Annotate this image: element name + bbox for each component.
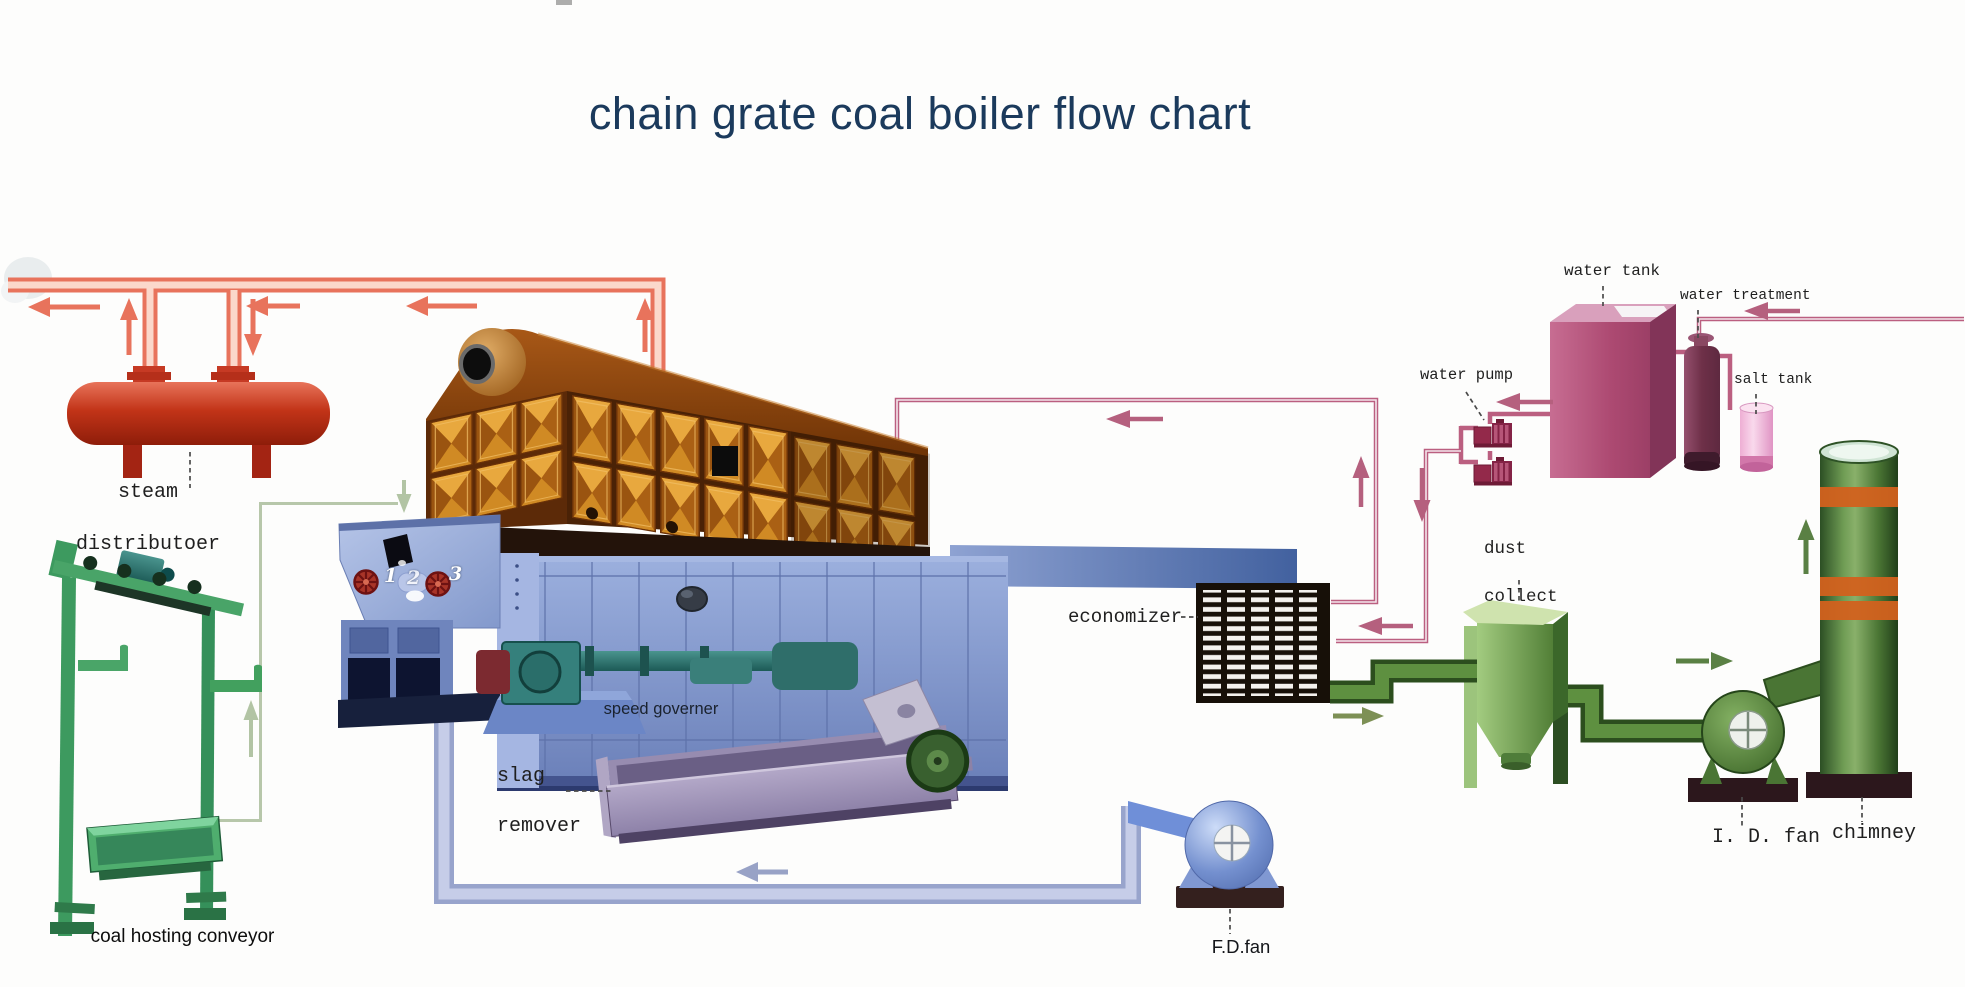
steam-flow-arrows xyxy=(28,296,654,356)
chimney-pedestal xyxy=(1806,772,1912,798)
fd-fan-pedestal xyxy=(1176,886,1284,908)
dust-collector xyxy=(1463,600,1568,770)
water-pump-label: water pump xyxy=(1420,366,1514,384)
valve-number-3: 3 xyxy=(449,563,463,585)
steam-distributor-label: steam distributoer xyxy=(52,480,244,558)
steam-pipes xyxy=(1,257,666,388)
boiler-sight-glass xyxy=(459,344,495,384)
flue-duct-collector-to-idfan xyxy=(1553,626,1708,784)
page-title: chain grate coal boiler flow chart xyxy=(588,88,1252,139)
valve-number-2: 2 xyxy=(407,567,421,589)
flue-duct-to-economizer xyxy=(950,545,1297,589)
dust-collector-label-line2: collect xyxy=(1484,587,1558,607)
dust-collector-label-line1: dust xyxy=(1484,539,1527,559)
coal-chute-opening xyxy=(383,534,413,568)
flue-gas-flow-arrows xyxy=(1333,519,1815,725)
feedwater-flow-arrows xyxy=(1106,302,1800,635)
coal-conveyor-label: coal hosting conveyor xyxy=(90,926,275,947)
chimney xyxy=(1806,440,1912,798)
speed-governor-label: speed governer xyxy=(603,700,719,718)
coal-hopper xyxy=(338,514,501,629)
water-pumps xyxy=(1473,418,1513,486)
dust-collector-left-leg xyxy=(1464,626,1477,788)
conveyor-hopper xyxy=(86,815,224,881)
speed-governor xyxy=(476,641,858,734)
chimney-band-1 xyxy=(1820,487,1898,507)
fd-fan xyxy=(1128,800,1284,908)
hopper-base xyxy=(338,620,500,728)
conveyor-hook-right xyxy=(210,664,262,692)
steam-distributor xyxy=(67,366,330,478)
id-fan xyxy=(1688,658,1825,802)
chimney-band-3 xyxy=(1820,601,1898,620)
feedwater-pipes xyxy=(894,316,1964,644)
economizer-label: economizer xyxy=(1068,606,1183,628)
chimney-label: chimney xyxy=(1832,822,1917,845)
flue-duct-econ-to-collector xyxy=(1330,626,1480,788)
dust-collector-label: dust collect xyxy=(1484,537,1558,609)
slag-remover xyxy=(595,679,973,844)
valve-handwheel-2 xyxy=(425,571,451,597)
salt-tank xyxy=(1739,402,1774,472)
steam-distributor-label-line2: distributoer xyxy=(75,533,221,556)
fd-fan-label: F.D.fan xyxy=(1211,936,1271,957)
conveyor-hook-left xyxy=(78,644,128,671)
id-fan-label: I. D. fan xyxy=(1712,826,1821,849)
water-treatment-vessel xyxy=(1684,333,1720,471)
water-treatment-label: water treatment xyxy=(1680,288,1811,304)
water-tank xyxy=(1550,304,1676,478)
slag-remover-label: slag remover xyxy=(497,764,581,839)
scan-mark xyxy=(556,0,572,5)
chimney-band-2 xyxy=(1820,577,1898,596)
leader-lines xyxy=(189,286,1863,934)
water-tank-label: water tank xyxy=(1564,262,1661,280)
slag-remover-label-line2: remover xyxy=(497,815,582,838)
slag-remover-label-line1: slag xyxy=(497,765,546,788)
economizer xyxy=(1196,583,1330,703)
boiler-port xyxy=(676,586,708,612)
valve-handwheel-1 xyxy=(353,569,379,595)
coal-feed-line xyxy=(216,480,412,822)
valve-number-1: 1 xyxy=(384,565,398,587)
id-fan-outlet xyxy=(1762,658,1825,710)
boiler-hatch xyxy=(712,446,738,476)
steam-distributor-label-line1: steam xyxy=(117,481,178,504)
salt-tank-label: salt tank xyxy=(1734,372,1813,388)
air-duct xyxy=(434,706,1141,904)
boiler xyxy=(338,328,1008,791)
boiler-roof xyxy=(426,328,928,456)
coal-conveyor xyxy=(48,539,262,936)
